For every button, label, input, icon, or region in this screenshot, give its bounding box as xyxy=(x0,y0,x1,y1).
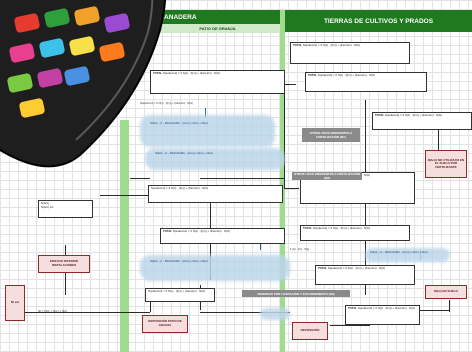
note-box: N(fert) N(fert) ext xyxy=(38,200,93,218)
connector xyxy=(284,84,285,189)
device-key xyxy=(37,68,63,88)
total-title: TOTAL xyxy=(163,229,173,233)
header-ganadera: GANADERA xyxy=(155,10,280,24)
device-key xyxy=(19,98,45,118)
total-box-h: TOTAL N(estiércol) = Σ N(x) · (f(n)) + (… xyxy=(150,70,285,94)
connector xyxy=(438,120,439,150)
device-key xyxy=(99,42,125,62)
device-illustration xyxy=(0,0,167,168)
ellipse-formula xyxy=(140,255,290,281)
device-key xyxy=(7,73,33,93)
formula-line: N(estiércol) = Σ N(x) · (f(n)) + (fracci… xyxy=(140,102,194,105)
ellipse-text: N(fert) · (1 − FRACGASF) · ((xxx)) + N(x… xyxy=(150,260,208,263)
device-key xyxy=(14,13,40,33)
pink-n-ext: Nt ext xyxy=(5,285,25,321)
bottom-formula: Nt = N(t) + N(x) + N(t) xyxy=(38,309,67,313)
formula: N(estiércol) = Σ N(x) · (f(n)) + (fracci… xyxy=(384,113,443,117)
note-line: N(fert) ext xyxy=(41,204,54,209)
connector xyxy=(200,178,285,179)
total-title: TOTAL xyxy=(348,306,358,310)
band-divider xyxy=(280,10,285,352)
total-title: TOTAL xyxy=(293,43,303,47)
ellipse-formula xyxy=(140,115,275,147)
pink-deposicion: DEPOSICIÓN PATIO DE GRANJA xyxy=(142,315,188,333)
formula: N(estiércol) = Σ N(x) · (f(n)) + (fracci… xyxy=(162,71,221,75)
total-title: TOTAL xyxy=(318,266,328,270)
connector xyxy=(449,300,450,312)
connector xyxy=(150,295,151,312)
total-box-a: TOTAL N(estiércol) = Σ N(x) · (f(n)) + (… xyxy=(290,42,410,64)
pink-nitrogeno: N(fert) NO UTILIZADO EN EL SUELO POR FER… xyxy=(425,150,467,178)
ellipse-text: N(fert) · (1 − FRACGASF) · ((xxx)) + N(x… xyxy=(150,122,208,125)
total-box-e: TOTAL N(estiércol) = Σ N(x) · (f(n)) + (… xyxy=(300,225,410,241)
gray-label-n3: PERDIDAS POR LIXIVIACIÓN Y ESCURRIMIENTO… xyxy=(242,290,350,297)
formula: N(estiércol) = Σ N(x) · (f(n)) + (fracci… xyxy=(327,266,386,270)
total-box-c: TOTAL N(estiércol) = Σ N(x) · (f(n)) + (… xyxy=(372,112,472,130)
device-key xyxy=(39,38,65,58)
device-key xyxy=(74,6,100,26)
formula: N(estiércol) = Σ N(x) · (f(n)) + (fracci… xyxy=(148,289,206,293)
total-box-g: TOTAL N(estiércol) = Σ N(x) · (f(n)) + (… xyxy=(345,305,420,325)
device-key xyxy=(9,43,35,63)
side-note: Σ n(t) · (f(n) · N(t)) xyxy=(290,248,310,251)
connector xyxy=(200,312,290,313)
total-title: TOTAL xyxy=(153,71,163,75)
header-tierras: TIERRAS DE CULTIVOS Y PRADOS xyxy=(285,10,472,32)
note-line: N(fert) xyxy=(41,201,49,205)
total-box-b: TOTAL N(estiércol) = Σ N(x) · (f(n)) + (… xyxy=(305,72,427,92)
device-key xyxy=(104,13,130,33)
connector xyxy=(330,325,370,326)
connector-blue xyxy=(205,108,206,118)
formula: N(estiércol) = Σ N(x) · (f(n)) + (fracci… xyxy=(317,73,376,77)
total-title: TOTAL xyxy=(375,113,385,117)
formula-box: N(estiércol) = Σ N(x) · (f(n)) + (fracci… xyxy=(148,185,283,203)
ellipse-text: N(fert) · (1 − FRACGASF) · ((xxx)) + N(x… xyxy=(155,152,213,155)
total-box-i: TOTAL N(estiércol) = Σ N(x) · (f(n)) + (… xyxy=(160,228,285,244)
gray-label-n2: OTROS USOS DIFERENTES A FERTILIZACIÓN (N… xyxy=(292,172,362,180)
connector xyxy=(284,188,299,189)
device-key xyxy=(64,66,90,86)
ellipse-formula xyxy=(145,148,285,170)
total-box-f: TOTAL N(estiércol) = Σ N(x) · (f(n)) + (… xyxy=(315,265,415,285)
pink-deposicion2: DEPOSICIÓN xyxy=(292,322,328,340)
connector-blue xyxy=(260,238,261,250)
device-key xyxy=(69,36,95,56)
ellipse-formula xyxy=(260,308,290,320)
total-title: TOTAL xyxy=(308,73,318,77)
pink-edificio: EDIFICIO INTERIOR INSTALACIONES xyxy=(38,255,90,273)
total-title: TOTAL xyxy=(303,226,313,230)
ellipse-text: N(fert) · (1 − FRACGASF) · ((xxx)) + N(x… xyxy=(370,251,428,254)
formula: N(estiércol) = Σ N(x) · (f(n)) + (fracci… xyxy=(357,306,416,310)
formula-box-small: N(estiércol) = Σ N(x) · (f(n)) + (fracci… xyxy=(145,288,215,302)
gray-label-n1: OTROS USOS DIFERENTES A FERTILIZACIÓN (N… xyxy=(302,128,360,142)
ellipse-formula xyxy=(365,248,450,262)
formula: N(estiércol) = Σ N(x) · (f(n)) + (fracci… xyxy=(151,186,209,190)
connector xyxy=(284,84,296,85)
formula: N(estiércol) = Σ N(x) · (f(n)) + (fracci… xyxy=(172,229,231,233)
formula: N(estiércol) = Σ N(x) · (f(n)) + (fracci… xyxy=(302,43,361,47)
formula: N(estiércol) = Σ N(x) · (f(n)) + (fracci… xyxy=(312,226,371,230)
pink-n-lixiviado: N(lix) EN SUELO xyxy=(425,285,467,299)
subheader-patio: PATIO DE GRANJA xyxy=(155,24,280,33)
connector xyxy=(25,312,150,313)
device-key xyxy=(44,8,70,28)
band-left xyxy=(120,120,129,352)
connector xyxy=(420,310,450,311)
connector xyxy=(130,178,150,179)
